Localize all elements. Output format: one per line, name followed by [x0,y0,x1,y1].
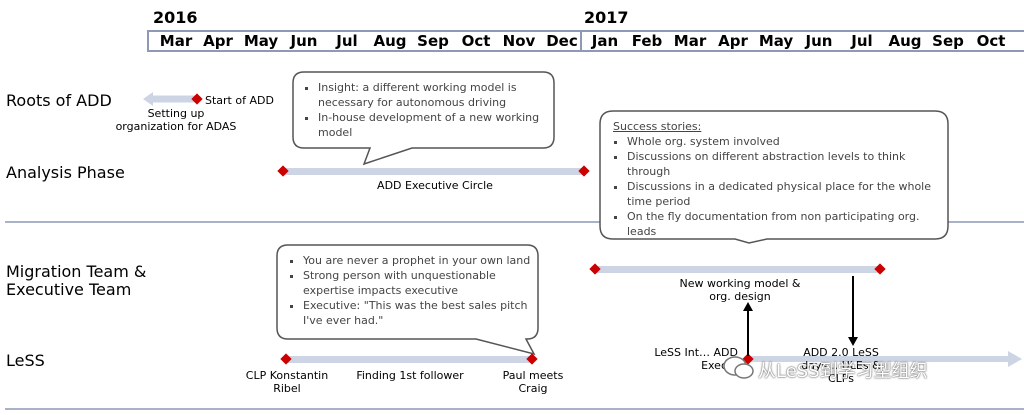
row-label-analysis: Analysis Phase [6,163,125,182]
month-label: Jan [591,32,619,50]
section-separator [5,221,1024,223]
month-label: Jun [290,32,318,50]
callout-prophet-bubble [276,244,539,356]
arrow-up [743,302,753,356]
event-paul-meets: Paul meets Craig [502,369,564,395]
event-add-exec-circle: ADD Executive Circle [377,179,493,192]
event-finding-follower: Finding 1st follower [356,369,464,382]
event-clp: CLP Konstantin Ribel [245,369,329,395]
month-label: Sep [932,32,964,50]
event-add20: ADD 2.0 LeSS days… ULEs & CLPs [801,346,881,385]
watermark-text: 从LeSS到学习型组织 [758,361,928,382]
event-start-add: Start of ADD [205,94,274,107]
month-label: Jul [336,32,358,50]
month-label: Aug [373,32,407,50]
month-label: Oct [461,32,491,50]
month-label: Aug [888,32,922,50]
year-label-2017: 2017 [584,8,629,27]
month-label: Mar [159,32,193,50]
callout-item: Discussions on different abstraction lev… [627,149,941,179]
arrow-down [848,276,858,346]
migration-bar [596,266,880,273]
month-label: Dec [546,32,578,50]
header-tick [580,30,582,52]
header-tick [147,30,149,52]
row-label-roots: Roots of ADD [6,91,112,110]
less-bar-1 [286,356,532,363]
month-label: Jul [851,32,873,50]
callout-item: Insight: a different working model is ne… [318,80,546,110]
callout-item: Whole org. system involved [627,134,941,149]
month-label: Jun [805,32,833,50]
month-row-underline [147,50,1024,52]
callout-item: Strong person with unquestionable expert… [303,268,532,298]
month-label: Apr [203,32,233,50]
callout-success-title: Success stories: [613,120,702,133]
section-separator [5,408,1024,410]
callout-insight-bubble [292,71,555,166]
month-label: May [243,32,279,50]
callout-item: Executive: "This was the best sales pitc… [303,298,532,328]
timeline-header-line [147,30,1024,32]
callout-prophet: You are never a prophet in your own land… [289,253,532,328]
year-label-2016: 2016 [153,8,198,27]
event-new-working-model: New working model & org. design [679,277,801,303]
callout-item: On the fly documentation from non partic… [627,209,941,239]
event-setting-up: Setting up organization for ADAS [115,107,237,133]
month-label: Mar [673,32,707,50]
month-label: Sep [417,32,449,50]
month-label: Feb [631,32,663,50]
month-label: Apr [718,32,748,50]
month-label: Nov [502,32,536,50]
roots-back-arrow [143,92,198,106]
analysis-bar [284,168,584,175]
callout-success-bubble [599,110,949,244]
month-label: May [758,32,794,50]
callout-success: Success stories: Whole org. system invol… [613,119,941,239]
row-label-less: LeSS [6,351,45,370]
row-label-migration: Migration Team & Executive Team [6,262,147,299]
wechat-logo-icon [723,356,754,379]
callout-insight: Insight: a different working model is ne… [304,80,546,140]
less-bar-arrow [746,351,1022,367]
callout-item: Discussions in a dedicated physical plac… [627,179,941,209]
callout-item: In-house development of a new working mo… [318,110,546,140]
month-label: Oct [976,32,1006,50]
callout-item: You are never a prophet in your own land [303,253,532,268]
